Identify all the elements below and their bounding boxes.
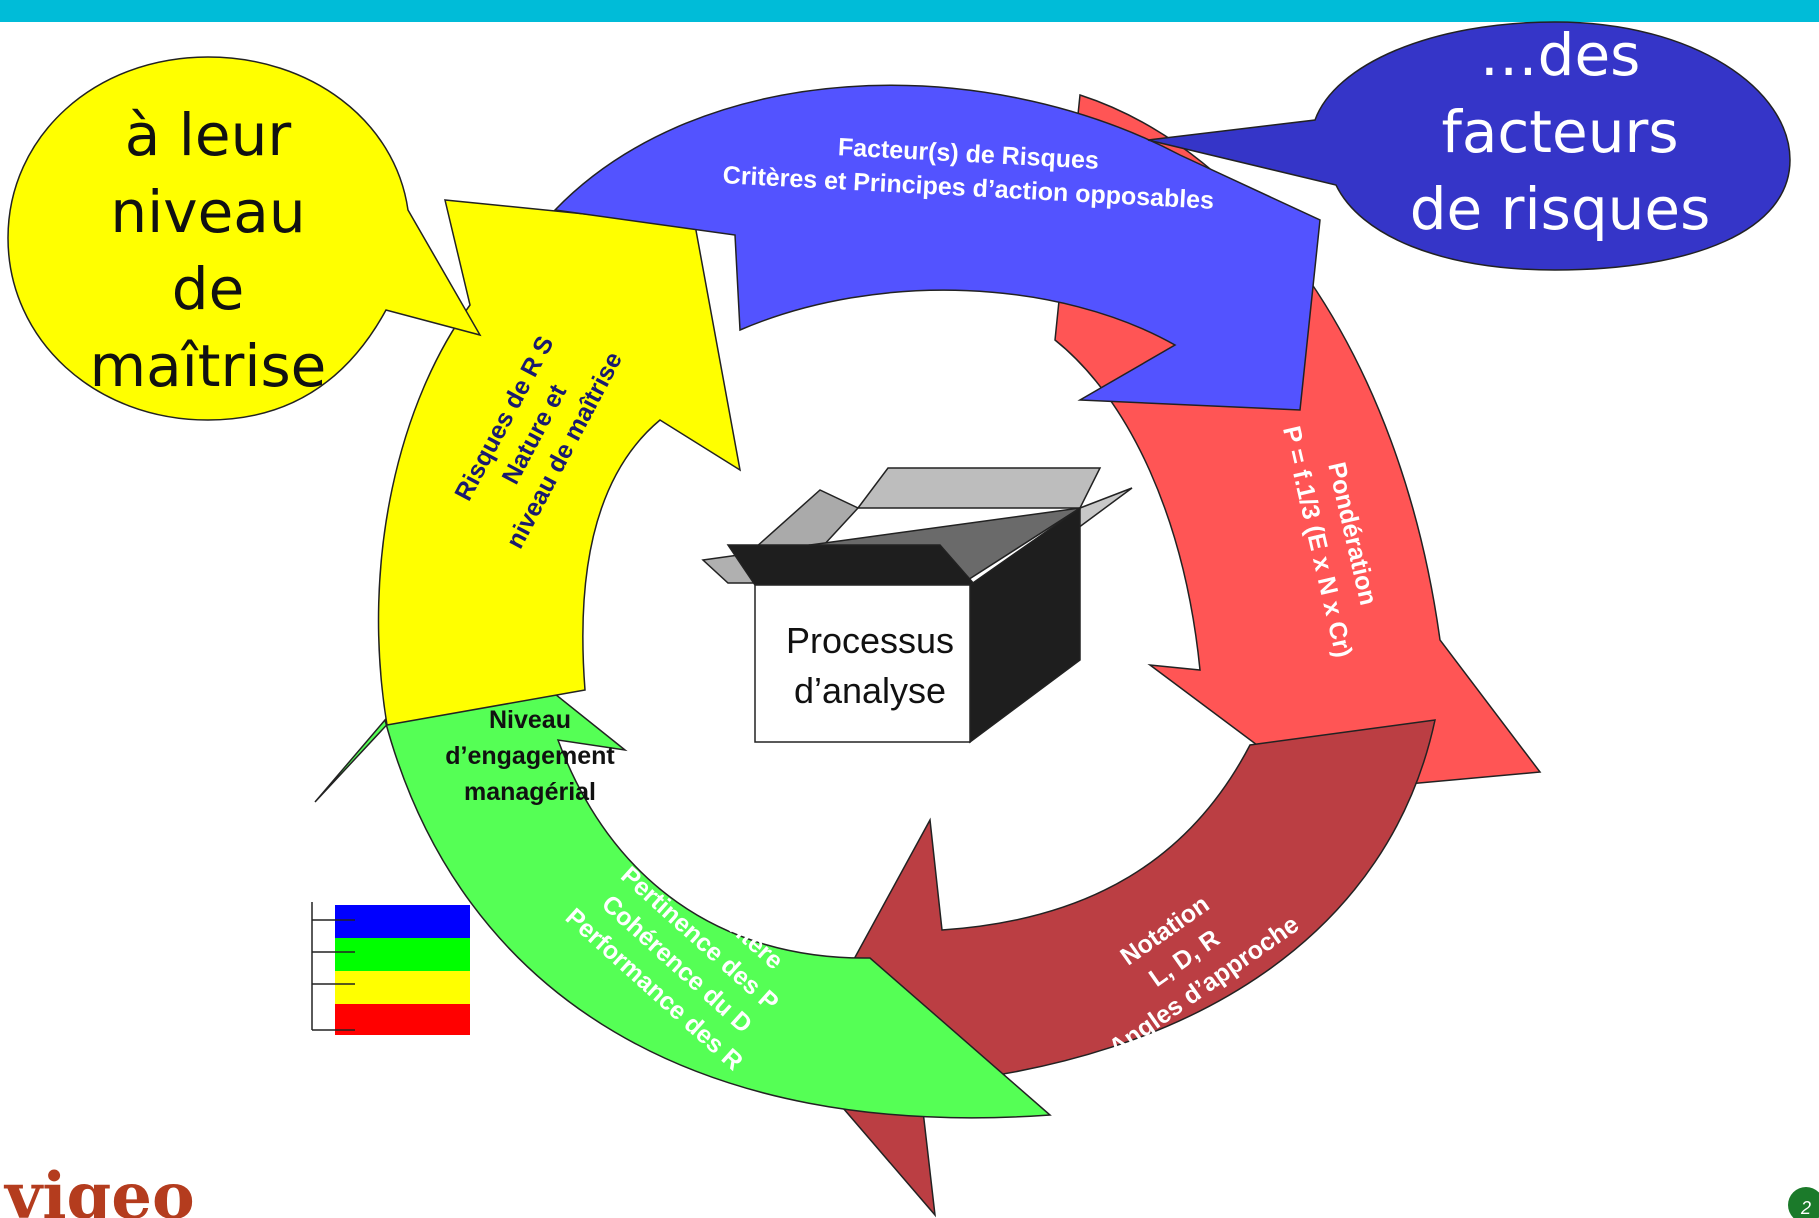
engagement-line-2: d’engagement	[445, 742, 615, 770]
yellow-bubble-line-1: à leur	[125, 101, 292, 169]
box-back-flap-top	[856, 467, 1102, 509]
yellow-bubble-line-2: niveau	[110, 178, 305, 246]
box-text-line-2: d’analyse	[794, 670, 946, 711]
top-band	[0, 0, 1819, 22]
vigeo-logo: vigeo	[3, 1159, 195, 1218]
engagement-line-1: Niveau	[489, 706, 571, 734]
legend-segment-yellow	[335, 971, 470, 1004]
box-front-face	[754, 584, 971, 743]
yellow-bubble-text: à leur niveau de maîtrise	[90, 101, 327, 400]
yellow-speech-bubble	[7, 56, 482, 421]
legend-color-bar	[311, 902, 470, 1035]
engagement-label: Niveau d’engagement managérial	[445, 706, 615, 806]
dark-red-arrow	[799, 719, 1436, 1218]
page-number: 2	[1800, 1198, 1811, 1218]
blue-bubble-line-1: …des	[1480, 21, 1641, 89]
box-text-line-1: Processus	[786, 620, 954, 661]
blue-bubble-text: …des facteurs de risques	[1410, 21, 1711, 243]
box-rim	[726, 544, 977, 586]
page-number-badge	[1788, 1187, 1819, 1218]
yellow-bubble-line-3: de	[172, 255, 245, 323]
legend-segment-red	[335, 1004, 470, 1035]
center-box	[701, 467, 1133, 744]
green-arrow	[314, 628, 1052, 1119]
center-box-text: Processus d’analyse	[786, 620, 954, 711]
engagement-line-3: managérial	[464, 778, 596, 806]
blue-speech-bubble	[1147, 21, 1791, 271]
legend-bracket	[311, 902, 355, 1031]
yellow-bubble-line-4: maîtrise	[90, 332, 327, 400]
blue-arrow	[553, 84, 1321, 411]
blue-bubble-line-3: de risques	[1410, 175, 1711, 243]
legend-segment-green	[335, 938, 470, 971]
legend-segment-blue	[335, 905, 470, 938]
blue-bubble-line-2: facteurs	[1441, 98, 1678, 166]
